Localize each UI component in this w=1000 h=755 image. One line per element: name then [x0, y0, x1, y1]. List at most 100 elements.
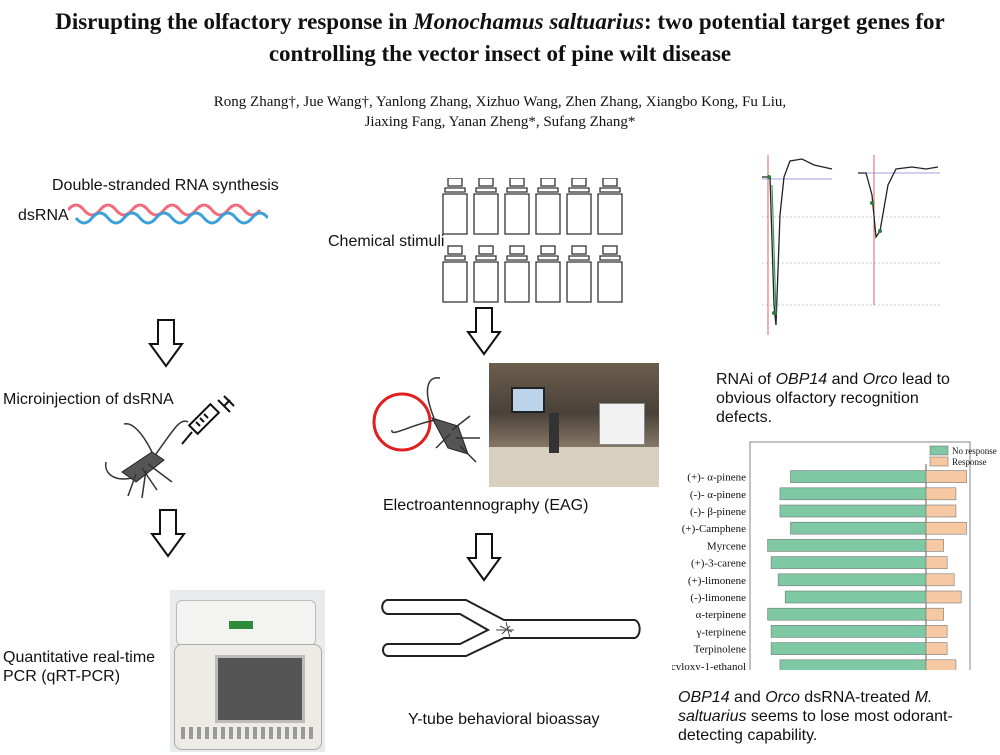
legend-swatch	[929, 456, 949, 467]
beetle-antenna-icon	[372, 377, 480, 463]
category-label: (+)-3-carene	[691, 558, 746, 570]
no-response-bar	[770, 625, 927, 638]
title-part1: Disrupting the olfactory response in	[55, 9, 414, 34]
rnai-result-text: RNAi of OBP14 and Orco lead to obvious o…	[716, 370, 950, 427]
no-response-bar	[784, 590, 927, 604]
category-label: α-terpinene	[696, 609, 746, 621]
no-response-bar	[779, 659, 927, 670]
response-bar	[925, 659, 957, 670]
rnai-and: and	[827, 371, 863, 388]
syringe-icon	[181, 395, 235, 445]
response-bar	[925, 573, 955, 587]
dsrna-helix	[68, 203, 268, 225]
response-bar-chart: (+)- α-pinene (-)- α-pinene (-)- β-pinene (…	[672, 441, 997, 670]
response-bar	[925, 539, 944, 552]
response-bar	[925, 556, 948, 569]
no-response-bar	[770, 642, 927, 655]
title-line2: controlling the vector insect of pine wi…	[268, 41, 732, 66]
response-bar	[925, 521, 967, 535]
amplifier-box	[599, 403, 645, 445]
response-bar	[925, 590, 962, 604]
concl-species: saltuarius	[678, 708, 747, 725]
title-part2: : two potential target genes for	[643, 9, 945, 34]
authors-line2: Jiaxing Fang, Yanan Zheng*, Sufang Zhang…	[364, 114, 636, 130]
eag-traces	[762, 155, 942, 335]
response-bar	[925, 504, 957, 518]
rnai-line2: obvious olfactory recognition	[716, 390, 919, 407]
category-label: (+)-limonene	[688, 575, 746, 587]
category-label: (-)- α-pinene	[690, 489, 746, 501]
category-label: (+)- α-pinene	[687, 472, 746, 484]
rnai-line3: defects.	[716, 409, 773, 426]
qpcr-machine-photo	[170, 590, 325, 752]
no-response-bar	[790, 521, 927, 535]
microinjection-label: Microinjection of dsRNA	[3, 391, 174, 408]
rnai-obp: OBP14	[775, 371, 828, 388]
machine-vents	[181, 727, 315, 739]
qpcr-line1: Quantitative real-time	[3, 649, 156, 666]
down-arrow-1	[148, 319, 184, 368]
category-label: (-)- β-pinene	[690, 506, 746, 518]
machine-logo	[229, 621, 253, 629]
chemical-stimuli-label: Chemical stimuli	[328, 233, 445, 250]
category-label: Terpinolene	[694, 644, 746, 656]
concl-line3: detecting capability.	[678, 727, 818, 744]
category-label: γ-terpinene	[696, 626, 747, 638]
y-tube-beetle	[496, 621, 514, 639]
microscope	[549, 413, 559, 453]
concl-obp: OBP14	[678, 689, 730, 706]
rnai-orco: Orco	[862, 371, 898, 388]
no-response-bar	[770, 556, 927, 569]
paper-title: Disrupting the olfactory response in Mon…	[0, 6, 1000, 70]
response-bar	[925, 642, 948, 655]
concl-orco: Orco	[765, 689, 800, 706]
author-list: Rong Zhang†, Jue Wang†, Yanlong Zhang, X…	[0, 92, 1000, 132]
machine-body	[174, 644, 322, 750]
down-arrow-2	[150, 509, 186, 558]
concl-m: M.	[914, 689, 933, 706]
concl-and: and	[729, 689, 766, 706]
rnai-text-1: RNAi of	[716, 371, 776, 388]
down-arrow-3	[466, 307, 502, 356]
response-bar	[925, 625, 948, 638]
machine-lid	[176, 600, 316, 646]
conclusion-text: OBP14 and Orco dsRNA-treated M. saltuari…	[678, 688, 953, 745]
no-response-bar	[767, 539, 927, 552]
dsrna-label: dsRNA	[18, 207, 69, 224]
machine-screen	[215, 655, 305, 723]
category-label: (+)-Camphene	[682, 523, 746, 535]
legend-swatch	[929, 445, 949, 456]
y-tube-diagram	[381, 599, 641, 657]
monitor-screen	[511, 387, 545, 413]
dsrna-synthesis-label: Double-stranded RNA synthesis	[52, 177, 279, 194]
concl-text-1: dsRNA-treated	[799, 689, 915, 706]
rnai-text-2: lead to	[897, 371, 950, 388]
no-response-bar	[779, 504, 927, 518]
response-bar	[925, 607, 944, 621]
qpcr-line2: PCR (qRT-PCR)	[3, 668, 121, 685]
antenna-circle	[372, 392, 432, 452]
title-species: Monochamus saltuarius	[413, 9, 644, 34]
response-bar	[925, 487, 957, 501]
vials-grid	[442, 178, 623, 303]
eag-lab-photo	[489, 363, 659, 487]
down-arrow-4	[466, 533, 502, 582]
no-response-bar	[790, 470, 927, 483]
category-label: (-)-limonene	[690, 592, 746, 604]
qpcr-label: Quantitative real-time PCR (qRT-PCR)	[3, 648, 155, 686]
ytube-label: Y-tube behavioral bioassay	[408, 711, 600, 728]
legend-label: No response	[952, 446, 997, 456]
concl-line2-rest: seems to lose most odorant-	[746, 708, 953, 725]
beetle-icon	[104, 420, 189, 499]
no-response-bar	[777, 573, 927, 587]
authors-line1: Rong Zhang†, Jue Wang†, Yanlong Zhang, X…	[213, 94, 787, 110]
eag-label: Electroantennography (EAG)	[383, 497, 589, 514]
category-label: Myrcene	[707, 540, 746, 552]
response-bar	[925, 470, 967, 483]
no-response-bar	[779, 487, 927, 501]
lab-bench	[489, 447, 659, 487]
legend-label: Response	[952, 457, 987, 467]
category-label: 2-undecyloxy-1-ethanol	[672, 661, 746, 670]
no-response-bar	[767, 607, 927, 621]
plot-frame	[749, 441, 971, 670]
